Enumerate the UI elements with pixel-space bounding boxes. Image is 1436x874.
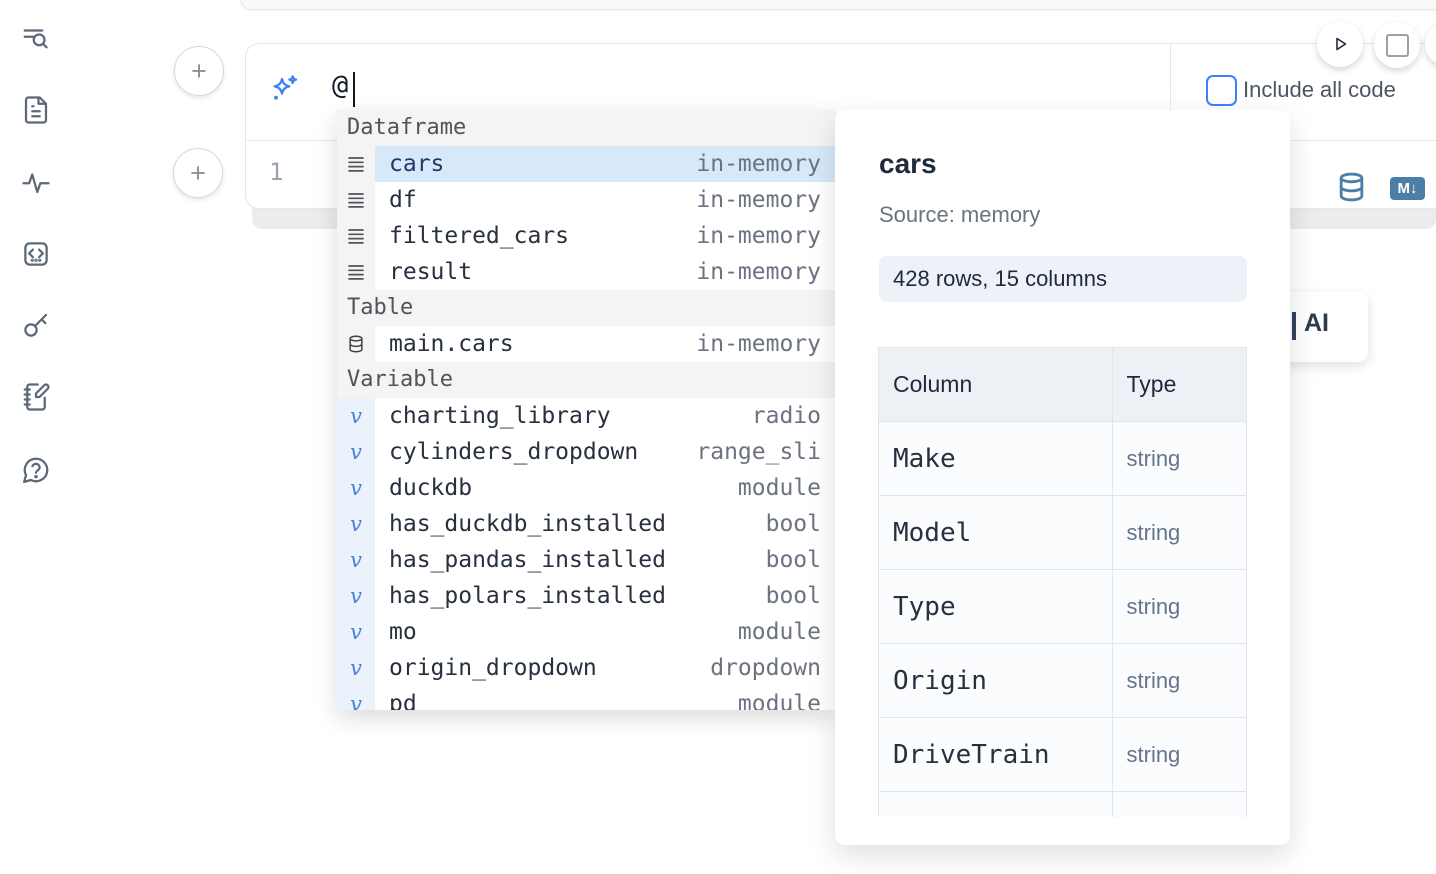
column-name: Make <box>878 421 1113 496</box>
table-row: Origin string <box>878 643 1247 718</box>
include-all-code-checkbox[interactable] <box>1206 75 1237 106</box>
cell-column-divider <box>1170 44 1171 140</box>
dataframe-rows-icon <box>337 218 375 254</box>
run-cell-button[interactable] <box>1317 21 1363 67</box>
variable-icon: v <box>337 470 375 506</box>
column-name: DriveTrain <box>878 717 1113 792</box>
column-name: Origin <box>878 643 1113 718</box>
column-type: string <box>1111 643 1247 718</box>
table-row: Type string <box>878 569 1247 644</box>
code-snippets-icon[interactable] <box>21 239 51 269</box>
dataframe-rows-icon <box>337 182 375 218</box>
ai-button-label: AI <box>1304 309 1329 337</box>
clipped-letter-fragment <box>1292 312 1296 340</box>
activity-icon[interactable] <box>21 167 51 197</box>
variable-icon: v <box>337 398 375 434</box>
text-cursor <box>353 72 355 107</box>
variable-icon: v <box>337 614 375 650</box>
column-type: string <box>1111 421 1247 496</box>
autocomplete-item-df[interactable]: df in-memory <box>337 182 835 218</box>
autocomplete-item-result[interactable]: result in-memory <box>337 254 835 290</box>
dataframe-rows-icon <box>337 146 375 182</box>
column-header: Column <box>878 347 1113 422</box>
section-header-variable: Variable <box>337 362 835 398</box>
toc-search-icon[interactable] <box>21 23 51 53</box>
autocomplete-item-duckdb[interactable]: v duckdb module <box>337 470 835 506</box>
column-name: Model <box>878 495 1113 570</box>
autocomplete-item-filtered-cars[interactable]: filtered_cars in-memory <box>337 218 835 254</box>
variable-icon: v <box>337 578 375 614</box>
variable-icon: v <box>337 542 375 578</box>
ai-prompt-input[interactable]: @ <box>332 70 349 101</box>
column-type <box>1111 791 1247 817</box>
stop-square-icon <box>1385 33 1409 57</box>
column-type: string <box>1111 717 1247 792</box>
panel-source: Source: memory <box>879 202 1041 227</box>
variable-icon: v <box>337 434 375 470</box>
variable-icon: v <box>337 686 375 710</box>
table-header-row: Column Type <box>878 347 1247 422</box>
autocomplete-item-pd[interactable]: v pd module <box>337 686 835 710</box>
autocomplete-item-origin-dropdown[interactable]: v origin_dropdown dropdown <box>337 650 835 686</box>
play-icon <box>1336 37 1347 51</box>
database-icon[interactable] <box>1336 170 1367 204</box>
column-name <box>878 791 1113 817</box>
table-database-icon <box>337 326 375 362</box>
stop-button[interactable] <box>1374 22 1420 68</box>
scratchpad-icon[interactable] <box>21 382 51 412</box>
dataframe-preview-panel: cars Source: memory 428 rows, 15 columns… <box>835 110 1290 845</box>
sparkles-ai-icon <box>268 73 300 105</box>
section-header-dataframe: Dataframe <box>337 110 835 146</box>
autocomplete-item-has-duckdb-installed[interactable]: v has_duckdb_installed bool <box>337 506 835 542</box>
add-cell-below-button[interactable]: + <box>173 148 223 198</box>
type-header: Type <box>1111 347 1247 422</box>
previous-cell-edge <box>240 0 1436 10</box>
autocomplete-item-has-polars-installed[interactable]: v has_polars_installed bool <box>337 578 835 614</box>
table-row <box>878 791 1247 817</box>
autocomplete-item-main-cars[interactable]: main.cars in-memory <box>337 326 835 362</box>
table-row: Model string <box>878 495 1247 570</box>
section-header-table: Table <box>337 290 835 326</box>
column-type: string <box>1111 495 1247 570</box>
key-icon[interactable] <box>21 310 51 340</box>
autocomplete-item-has-pandas-installed[interactable]: v has_pandas_installed bool <box>337 542 835 578</box>
shape-badge: 428 rows, 15 columns <box>879 256 1247 302</box>
schema-table-wrap: Column Type Make string Model string Typ… <box>878 347 1248 817</box>
variable-icon: v <box>337 506 375 542</box>
column-type: string <box>1111 569 1247 644</box>
add-cell-above-button[interactable]: + <box>174 46 224 96</box>
autocomplete-item-cars[interactable]: cars in-memory <box>337 146 835 182</box>
line-number: 1 <box>269 158 284 186</box>
schema-table: Column Type Make string Model string Typ… <box>878 347 1247 817</box>
sidebar <box>0 0 72 874</box>
help-chat-icon[interactable] <box>21 455 51 485</box>
markdown-badge-icon[interactable]: M↓ <box>1390 177 1425 200</box>
document-icon[interactable] <box>21 95 51 125</box>
autocomplete-item-mo[interactable]: v mo module <box>337 614 835 650</box>
more-actions-button[interactable] <box>1425 22 1436 66</box>
autocomplete-item-charting-library[interactable]: v charting_library radio <box>337 398 835 434</box>
autocomplete-dropdown: Dataframe cars in-memory df in-memory fi… <box>337 110 835 710</box>
autocomplete-item-cylinders-dropdown[interactable]: v cylinders_dropdown range_sli <box>337 434 835 470</box>
dataframe-rows-icon <box>337 254 375 290</box>
table-row: DriveTrain string <box>878 717 1247 792</box>
panel-title: cars <box>879 148 937 179</box>
table-row: Make string <box>878 421 1247 496</box>
include-all-code-label: Include all code <box>1243 77 1396 102</box>
variable-icon: v <box>337 650 375 686</box>
column-name: Type <box>878 569 1113 644</box>
